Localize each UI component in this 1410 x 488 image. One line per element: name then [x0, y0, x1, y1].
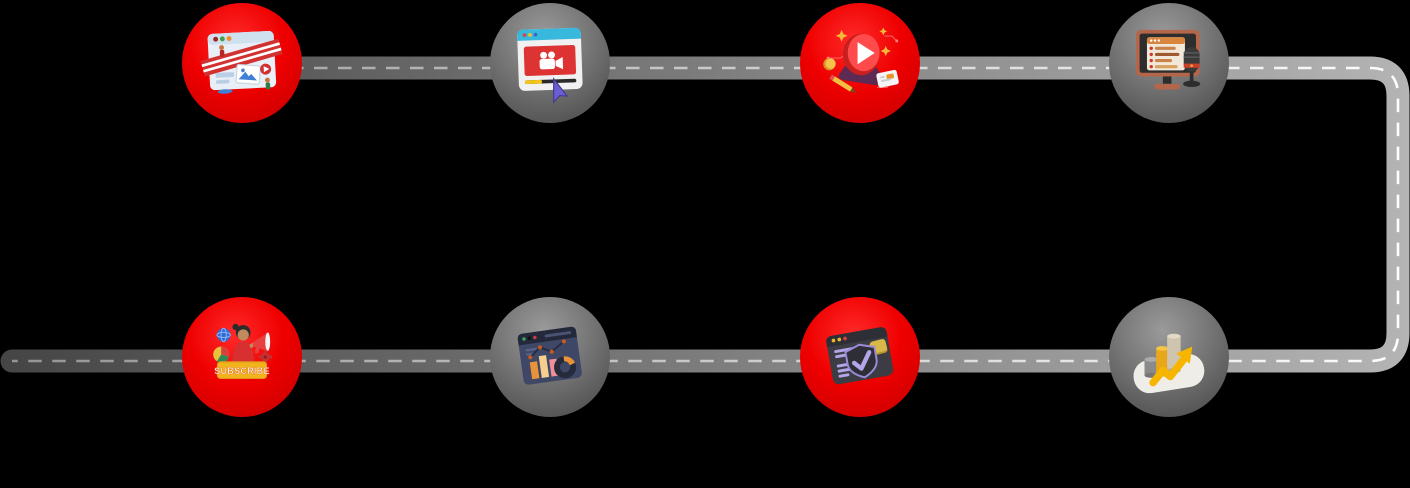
ad-card [876, 69, 899, 88]
video-camera-glyph [539, 51, 564, 70]
pencil [829, 74, 857, 93]
subscribe-label: SUBSCRIBE [214, 366, 270, 376]
gear [258, 350, 273, 364]
coin [823, 58, 836, 71]
doughnut-chart [554, 356, 577, 379]
monitor-checklist-microphone-icon [1135, 29, 1201, 90]
growth-arrow [1149, 346, 1193, 387]
channel-banner [200, 38, 283, 77]
video-player-icon [517, 27, 583, 104]
cursor-arrow [553, 77, 569, 104]
roadmap-node-6 [490, 297, 610, 417]
microphone [1183, 47, 1201, 88]
pie-chart [213, 346, 230, 363]
subscribe-megaphone-icon: SUBSCRIBE [213, 323, 273, 380]
growth-bar-chart-arrow-icon [1133, 333, 1205, 394]
line-chart [528, 339, 566, 360]
glossy-play-button [842, 33, 880, 76]
browser-channel-setup-icon [200, 30, 283, 94]
subscribe-banner: SUBSCRIBE [214, 361, 270, 380]
person [232, 323, 260, 362]
browser-window [200, 30, 283, 94]
roadmap-node-2 [490, 3, 610, 123]
check-shield [844, 343, 878, 379]
roadmap-node-1 [182, 3, 302, 123]
play-button-promotion-icon [823, 27, 899, 93]
megaphone [253, 332, 271, 354]
roadmap-node-5: SUBSCRIBE [182, 297, 302, 417]
player-window [517, 27, 583, 91]
checklist-rows [1149, 46, 1180, 69]
checklist-panel [1146, 37, 1185, 71]
roadmap-node-8 [1109, 297, 1229, 417]
roadmap-node-3 [800, 3, 920, 123]
analytics-window [517, 326, 582, 385]
roadmap-node-4 [1109, 3, 1229, 123]
tiny-worker-right [264, 77, 271, 90]
tiny-worker-left [219, 45, 225, 57]
analytics-dashboard-icon [517, 326, 582, 385]
sparkle-stars [835, 27, 891, 57]
image-thumbnail-card [235, 63, 261, 85]
road-center-dashed-line [12, 66, 1400, 363]
roadmap-node-7 [800, 297, 920, 417]
verified-shield-browser-icon [826, 327, 894, 385]
globe [216, 327, 231, 343]
verified-window [826, 327, 894, 385]
